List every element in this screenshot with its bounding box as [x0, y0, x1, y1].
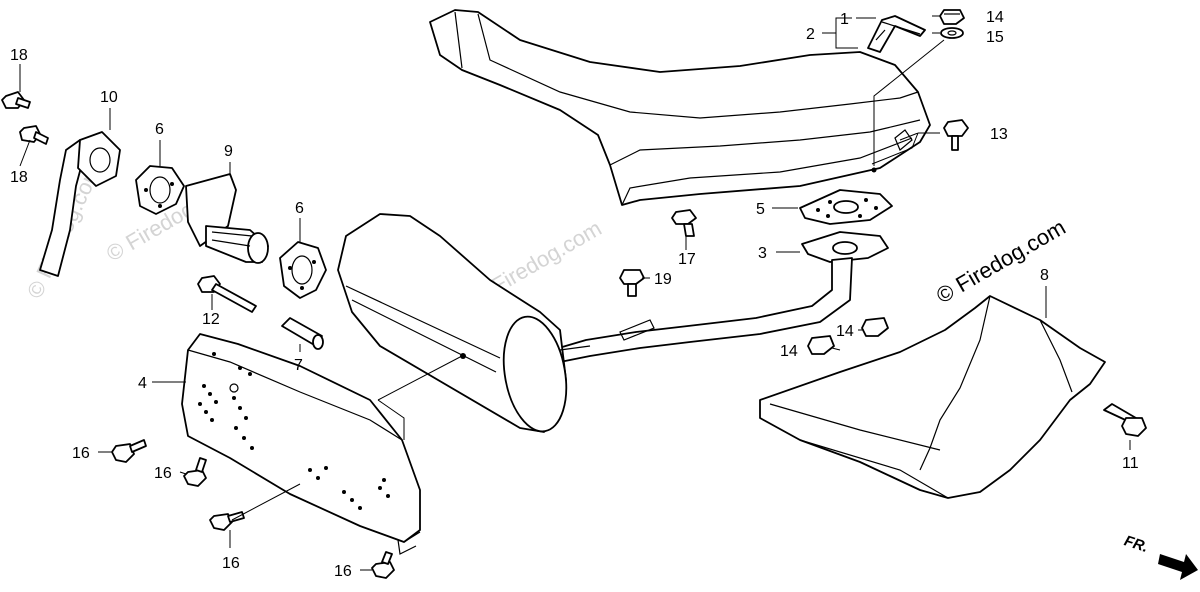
bolt-16-d [371, 551, 395, 579]
callout-5: 5 [756, 201, 765, 218]
callout-17: 17 [678, 251, 696, 268]
leader-lines [19, 15, 1131, 571]
bolt-16-a [111, 439, 147, 463]
callout-16-c: 16 [222, 555, 240, 572]
bolt-17 [671, 209, 697, 237]
muffler [337, 213, 655, 433]
cover-perforations [198, 352, 390, 510]
front-direction-indicator: FR. [1122, 532, 1198, 580]
callout-3: 3 [758, 245, 767, 262]
callout-labels: 1 2 3 4 5 6 6 7 8 9 10 11 12 13 14 14 14… [10, 9, 1139, 580]
callout-14-top: 14 [986, 9, 1004, 26]
heat-shield-cover [429, 9, 931, 206]
callout-14-right: 14 [836, 323, 854, 340]
callout-6-right: 6 [295, 200, 304, 217]
bolt-12 [197, 275, 257, 313]
bolt-16-b [183, 457, 207, 487]
inlet-pipe [39, 131, 121, 277]
callout-1: 1 [840, 11, 849, 28]
gasket-5 [799, 189, 893, 225]
callout-14-left: 14 [780, 343, 798, 360]
callout-15: 15 [986, 29, 1004, 46]
callout-4: 4 [138, 375, 147, 392]
callout-10: 10 [100, 89, 118, 106]
callout-18-bottom: 18 [10, 169, 28, 186]
spacer-7 [281, 317, 324, 350]
bolt-16-c [209, 511, 245, 531]
spark-arrester [185, 173, 269, 264]
seal-strip [867, 15, 926, 53]
callout-18-top: 18 [10, 47, 28, 64]
direction-label: FR. [1122, 532, 1150, 556]
callout-16-b: 16 [154, 465, 172, 482]
gasket-6-left [135, 165, 185, 215]
callout-11: 11 [1122, 455, 1139, 472]
nut-top [939, 9, 965, 25]
callout-16-d: 16 [334, 563, 352, 580]
bolt-13 [943, 119, 969, 151]
exhaust-pipe [551, 231, 889, 363]
callout-7: 7 [294, 357, 303, 374]
callout-8: 8 [1040, 267, 1049, 284]
bolt-19 [619, 269, 645, 297]
callout-9: 9 [224, 143, 233, 160]
callout-12: 12 [202, 311, 220, 328]
bolt-18-bottom [19, 125, 49, 145]
watermark-right: © Firedog.com [932, 214, 1070, 308]
callout-6-left: 6 [155, 121, 164, 138]
muffler-cover [181, 333, 421, 555]
bolt-18-top [1, 91, 31, 109]
nut-14-left [807, 335, 835, 355]
gasket-6-right [279, 241, 327, 299]
callout-19: 19 [654, 271, 672, 288]
nut-14-right [861, 317, 889, 337]
callout-2: 2 [806, 26, 815, 43]
callout-16-a: 16 [72, 445, 90, 462]
bolt-11 [1103, 403, 1147, 437]
front-arrow-icon [1158, 554, 1198, 580]
skid-plate [759, 295, 1106, 499]
washer-top [940, 27, 964, 39]
callout-13: 13 [990, 126, 1008, 143]
